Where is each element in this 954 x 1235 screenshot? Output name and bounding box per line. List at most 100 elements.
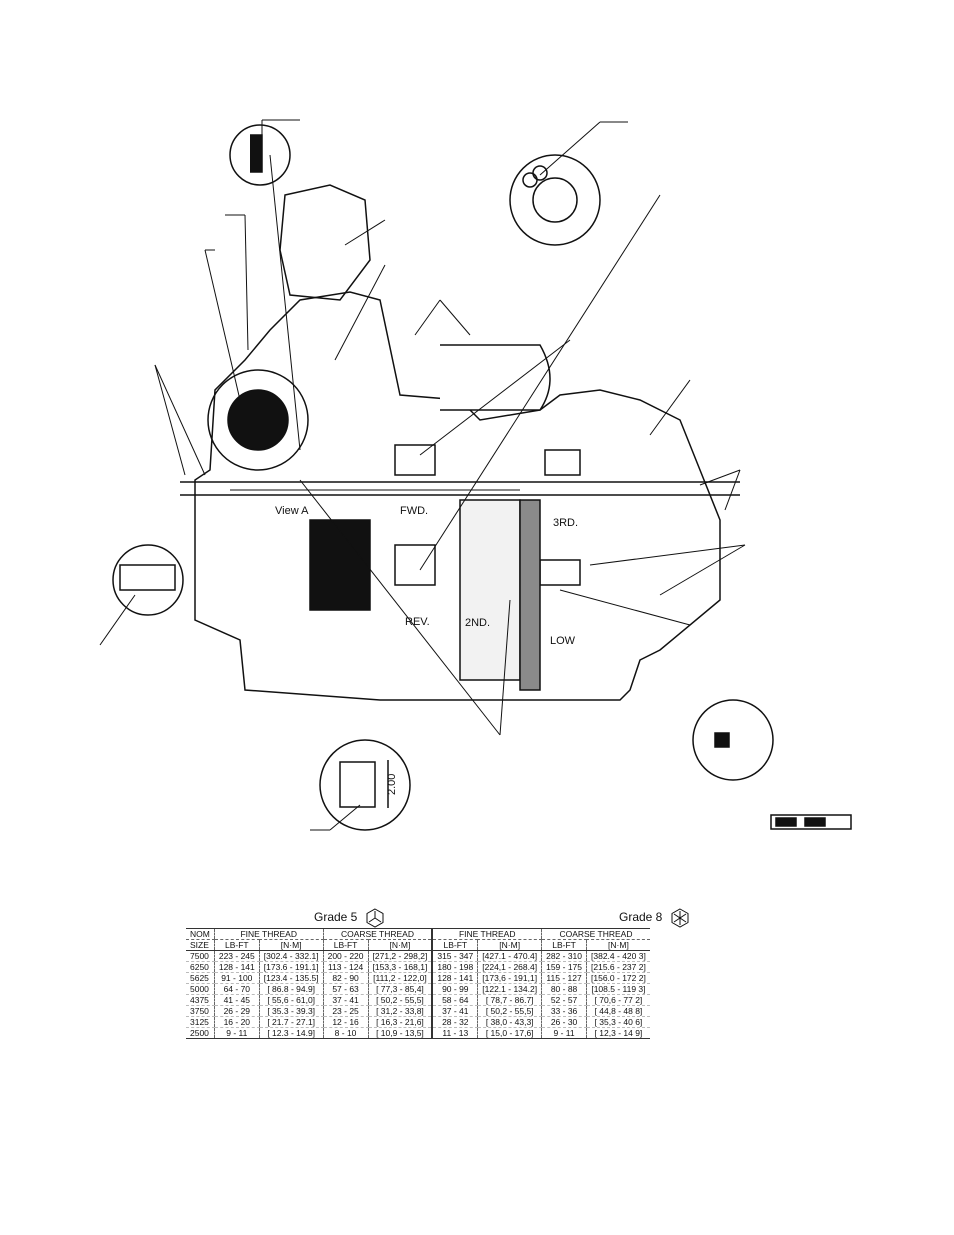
second-gear-block xyxy=(459,499,521,681)
cell-torque: [224,1 - 268.4] xyxy=(477,961,542,973)
cell-torque: [382.4 - 420 3] xyxy=(586,950,650,962)
cell-torque: [ 38,0 - 43,3] xyxy=(477,1016,542,1028)
cell-torque: [302.4 - 332.1] xyxy=(258,950,324,962)
forward-clutch-pack xyxy=(394,444,436,476)
header-group: COARSE THREAD xyxy=(541,928,650,940)
scale-bar xyxy=(770,814,852,830)
label-3rd: 3RD. xyxy=(553,517,578,529)
cell-torque: [ 12.3 - 14.9] xyxy=(258,1027,324,1039)
cell-torque: 128 - 141 xyxy=(213,961,260,973)
cell-torque: [173,6 - 191,1] xyxy=(477,972,542,984)
cell-torque: 9 - 11 xyxy=(213,1027,260,1039)
cell-torque: 315 - 347 xyxy=(431,950,478,962)
cell-torque: [ 35.3 - 39.3] xyxy=(258,1005,324,1017)
cell-torque: [122.1 - 134.2] xyxy=(477,983,542,995)
torque-converter xyxy=(207,369,309,471)
cell-torque: [ 55,6 - 61,0] xyxy=(258,994,324,1006)
header-unit: [N·M] xyxy=(258,939,324,951)
header-size: SIZE xyxy=(186,939,215,951)
detail-bolt-pattern xyxy=(509,154,601,246)
cell-torque: [271,2 - 298,2] xyxy=(367,950,433,962)
cell-torque: 57 - 63 xyxy=(322,983,369,995)
header-group: FINE THREAD xyxy=(431,928,542,940)
cell-torque: 82 - 90 xyxy=(322,972,369,984)
header-nom: NOM xyxy=(186,928,215,940)
cell-torque: [ 44,8 - 48 8] xyxy=(586,1005,650,1017)
label-fwd: FWD. xyxy=(400,505,428,517)
detail-seal-section xyxy=(692,699,774,781)
header-unit: [N·M] xyxy=(477,939,542,951)
cell-torque: 200 - 220 xyxy=(322,950,369,962)
cell-torque: 9 - 11 xyxy=(541,1027,587,1039)
cell-torque: 12 - 16 xyxy=(322,1016,369,1028)
header-unit: LB-FT xyxy=(541,939,587,951)
header-group: FINE THREAD xyxy=(213,928,324,940)
cell-nom-size: 4375 xyxy=(186,994,215,1006)
cell-torque: [ 35,3 - 40 6] xyxy=(586,1016,650,1028)
label-rev: REV. xyxy=(405,616,430,628)
cell-torque: 113 - 124 xyxy=(322,961,369,973)
cell-torque: 90 - 99 xyxy=(431,983,478,995)
cell-torque: [ 86.8 - 94.9] xyxy=(258,983,324,995)
label-dimension: 2.00 xyxy=(386,774,398,795)
cell-torque: 41 - 45 xyxy=(213,994,260,1006)
leader-lines xyxy=(99,119,746,831)
header-unit: [N·M] xyxy=(586,939,650,951)
cell-torque: 33 - 36 xyxy=(541,1005,587,1017)
cell-torque: 282 - 310 xyxy=(541,950,587,962)
cell-torque: 115 - 127 xyxy=(541,972,587,984)
cell-torque: 28 - 32 xyxy=(431,1016,478,1028)
cell-torque: [ 78,7 - 86.7] xyxy=(477,994,542,1006)
cell-torque: 52 - 57 xyxy=(541,994,587,1006)
cell-torque: 58 - 64 xyxy=(431,994,478,1006)
grade-8-label: Grade 8 xyxy=(619,908,690,928)
cell-torque: [153,3 - 168,1] xyxy=(367,961,433,973)
cell-nom-size: 3125 xyxy=(186,1016,215,1028)
detail-snap-ring xyxy=(112,544,184,616)
header-unit: LB-FT xyxy=(431,939,478,951)
grade-5-text: Grade 5 xyxy=(314,910,358,925)
cell-torque: [ 21.7 - 27.1] xyxy=(258,1016,324,1028)
label-2nd: 2ND. xyxy=(465,617,490,629)
cell-torque: [ 12,3 - 14 9] xyxy=(586,1027,650,1039)
table-group-header-row: NOM FINE THREAD COARSE THREAD FINE THREA… xyxy=(186,928,650,940)
cell-torque: [ 10,9 - 13,5] xyxy=(367,1027,433,1039)
cell-torque: [427.1 - 470.4] xyxy=(477,950,542,962)
cell-nom-size: 2500 xyxy=(186,1027,215,1039)
label-low: LOW xyxy=(550,635,576,647)
cell-torque: 26 - 29 xyxy=(213,1005,260,1017)
cell-torque: 23 - 25 xyxy=(322,1005,369,1017)
cell-nom-size: 3750 xyxy=(186,1005,215,1017)
pump-assembly xyxy=(279,184,371,301)
transmission-cutaway-diagram: View A FWD. 2ND. 3RD. REV. LOW 2.00 xyxy=(99,119,852,831)
cell-nom-size: 7500 xyxy=(186,950,215,962)
cell-torque: 26 - 30 xyxy=(541,1016,587,1028)
header-group: COARSE THREAD xyxy=(322,928,433,940)
cell-torque: 159 - 175 xyxy=(541,961,587,973)
cell-torque: [ 31,2 - 33,8] xyxy=(367,1005,433,1017)
cell-torque: 37 - 41 xyxy=(322,994,369,1006)
cell-torque: [ 15,0 - 17,6] xyxy=(477,1027,542,1039)
reverse-clutch-pack xyxy=(394,544,436,586)
label-view-a: View A xyxy=(275,505,309,517)
table-sub-header-row: SIZE LB-FT [N·M] LB-FT [N·M] LB-FT [N·M]… xyxy=(186,939,650,951)
cell-nom-size: 6250 xyxy=(186,961,215,973)
cell-torque: 8 - 10 xyxy=(322,1027,369,1039)
grade-5-label: Grade 5 xyxy=(314,908,385,928)
cell-torque: 64 - 70 xyxy=(213,983,260,995)
cell-torque: 91 - 100 xyxy=(213,972,260,984)
cell-nom-size: 5000 xyxy=(186,983,215,995)
cell-torque: 128 - 141 xyxy=(431,972,478,984)
cell-torque: [ 77,3 - 85,4] xyxy=(367,983,433,995)
grade-8-bolt-icon xyxy=(671,908,689,928)
cell-torque: [111,2 - 122,0] xyxy=(367,972,433,984)
cell-torque: [ 16,3 - 21,6] xyxy=(367,1016,433,1028)
cell-torque: [215.6 - 237 2] xyxy=(586,961,650,973)
